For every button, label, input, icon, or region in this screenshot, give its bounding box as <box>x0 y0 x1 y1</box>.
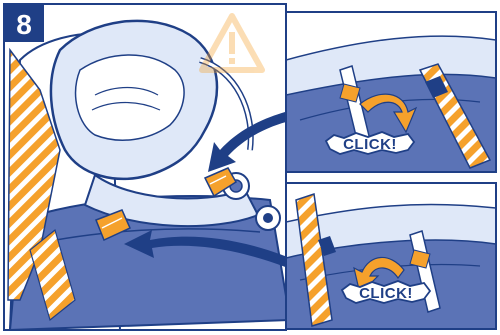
click-label-top: CLICK! <box>343 136 397 153</box>
main-scene <box>4 4 290 330</box>
detail-panel-bottom: CLICK! <box>286 183 496 329</box>
detail-panel-top: CLICK! <box>286 12 496 172</box>
click-label-bottom: CLICK! <box>359 285 413 302</box>
step-number: 8 <box>16 9 32 40</box>
step-badge: 8 <box>4 4 44 42</box>
